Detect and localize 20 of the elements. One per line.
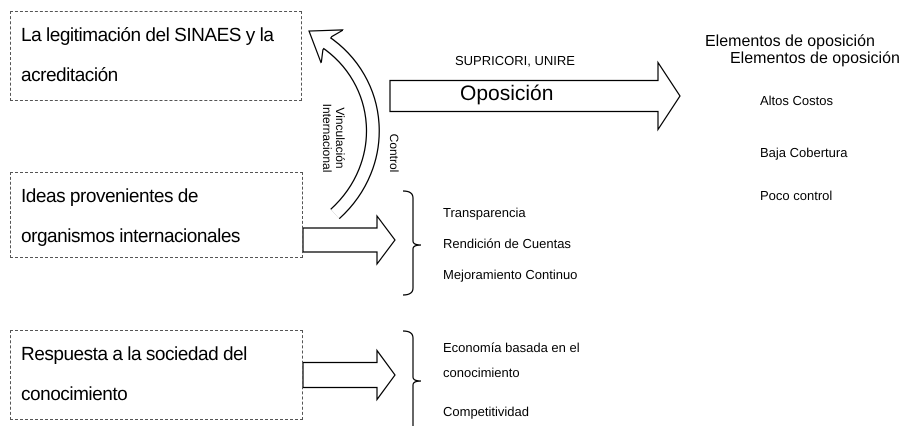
list-item: Competitividad (443, 403, 530, 421)
edge-label: Vinculación Internacional (320, 102, 346, 174)
list-item: Economía basada en el conocimiento (443, 339, 581, 382)
dashed-text-box: La legitimación del SINAES y la acreditación (10, 11, 302, 101)
edge-label: Oposición (460, 82, 554, 106)
block-arrow (389, 60, 681, 132)
list-item: Rendición de Cuentas (443, 235, 572, 253)
list-item: Poco control (760, 187, 832, 205)
block-arrow (302, 214, 396, 266)
heading: Elementos de oposición (705, 32, 875, 51)
list-item: Altos Costos (760, 92, 833, 110)
dashed-text-box: Ideas provenientes de organismos internacionales (10, 172, 303, 258)
block-arrow (302, 348, 396, 402)
list-item: Transparencia (443, 204, 527, 222)
list-item: Mejoramiento Continuo (443, 266, 578, 284)
label: Control (387, 132, 401, 174)
list-item: Baja Cobertura (760, 144, 848, 162)
heading: Elementos de oposición (730, 50, 900, 69)
dashed-text-box: Respuesta a la sociedad del conocimiento (10, 330, 303, 420)
label: SUPRICORI, UNIRE (455, 52, 575, 70)
